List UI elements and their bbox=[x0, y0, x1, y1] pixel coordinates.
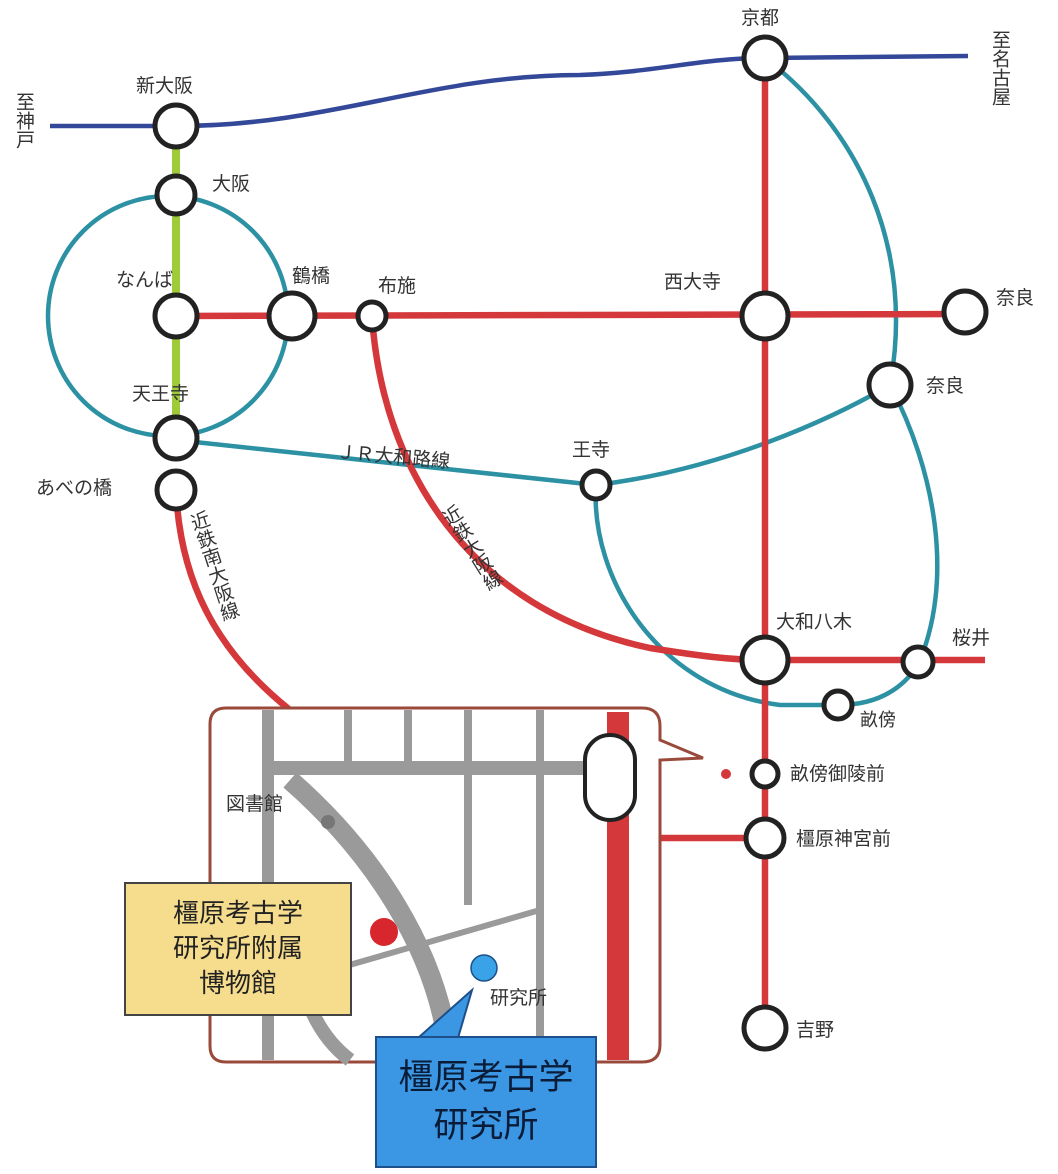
label-fuse: 布施 bbox=[378, 275, 416, 297]
station-unebi bbox=[821, 688, 855, 722]
jr-yamatoji-line bbox=[175, 383, 892, 488]
station-oji bbox=[579, 468, 613, 502]
station-osaka bbox=[154, 173, 198, 217]
label-tennoji: 天王寺 bbox=[132, 383, 189, 405]
label-jr-yamatoji-line: ＪＲ大和路線 bbox=[336, 441, 451, 473]
to-nagoya-label: 至名古屋 bbox=[989, 30, 1011, 106]
label-unebi: 畝傍 bbox=[860, 710, 896, 731]
label-yoshino: 吉野 bbox=[796, 1019, 834, 1041]
station-unebi-goryomae bbox=[749, 758, 781, 790]
label-institute-small: 研究所 bbox=[490, 987, 547, 1009]
jr-nara-line bbox=[763, 56, 899, 386]
inset-pointer-dot bbox=[721, 769, 731, 779]
label-nara-jr: 奈良 bbox=[926, 375, 964, 397]
institute-callout: 橿原考古学 研究所 bbox=[375, 1036, 597, 1168]
station-yoshino bbox=[741, 1004, 789, 1052]
museum-marker bbox=[370, 918, 398, 946]
label-namba: なんば bbox=[116, 269, 173, 291]
label-library: 図書館 bbox=[226, 793, 283, 815]
station-kashihara-jingumae bbox=[743, 816, 787, 860]
station-fuse bbox=[355, 299, 389, 333]
jr-wakayama-line bbox=[593, 484, 838, 708]
institute-marker bbox=[470, 954, 498, 982]
library-marker bbox=[321, 815, 335, 829]
station-nara-jr bbox=[866, 361, 914, 409]
label-sakurai: 桜井 bbox=[952, 627, 990, 649]
station-namba bbox=[152, 292, 200, 340]
station-nara-kintetsu bbox=[941, 288, 989, 336]
kintetsu-osaka-line bbox=[368, 315, 985, 664]
station-sakurai bbox=[900, 644, 936, 680]
station-abenobashi bbox=[154, 468, 198, 512]
label-oji: 王寺 bbox=[572, 439, 610, 461]
label-tsuruhashi: 鶴橋 bbox=[292, 265, 330, 287]
inset-station-marker bbox=[583, 733, 637, 822]
station-tsuruhashi bbox=[266, 290, 318, 342]
label-saidaiji: 西大寺 bbox=[664, 271, 721, 293]
station-tennoji bbox=[152, 414, 200, 462]
label-yamato-yagi: 大和八木 bbox=[776, 611, 852, 633]
label-unebi-goryomae: 畝傍御陵前 bbox=[790, 763, 885, 785]
station-yamato-yagi bbox=[739, 634, 791, 686]
kintetsu-minami-osaka-line bbox=[172, 489, 293, 713]
museum-callout: 橿原考古学 研究所附属 博物館 bbox=[124, 882, 352, 1016]
station-saidaiji bbox=[739, 290, 791, 342]
jr-sakurai-line bbox=[837, 383, 940, 708]
label-osaka: 大阪 bbox=[212, 173, 250, 195]
label-abenobashi: あべの橋 bbox=[36, 477, 112, 499]
station-shin-osaka bbox=[152, 102, 200, 150]
to-kobe-label: 至神戸 bbox=[13, 92, 35, 149]
label-nara-kintetsu: 奈良 bbox=[996, 287, 1034, 309]
label-kashihara-jingumae: 橿原神宮前 bbox=[796, 828, 891, 850]
label-shin-osaka: 新大阪 bbox=[136, 75, 193, 97]
label-kyoto: 京都 bbox=[741, 7, 779, 29]
label-kintetsu-minami-osaka-line: 近鉄南大阪線 bbox=[185, 508, 241, 623]
label-kintetsu-osaka-line: 近鉄大阪線 bbox=[437, 502, 506, 594]
shinkansen-line bbox=[50, 53, 969, 129]
station-kyoto bbox=[741, 34, 789, 82]
